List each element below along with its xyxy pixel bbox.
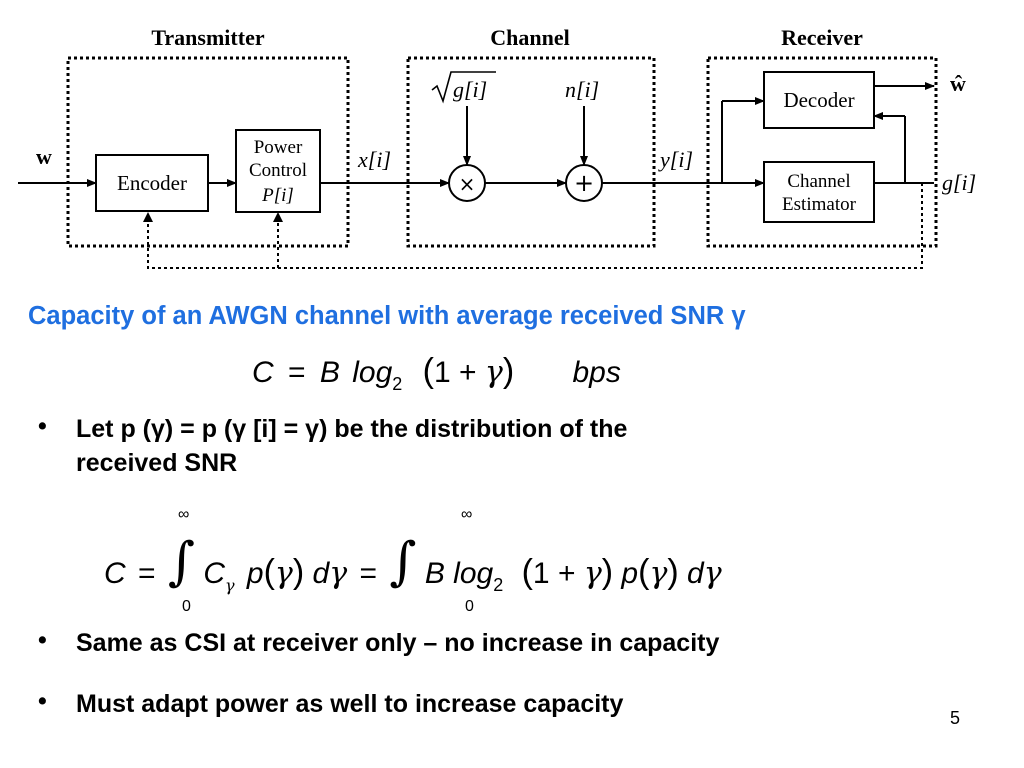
integral-1: ∫ bbox=[167, 532, 195, 592]
integral-2-upper-bound: ∞ bbox=[461, 506, 473, 523]
output-signal-label: ŵ bbox=[950, 71, 966, 96]
formula2-p-2: p bbox=[621, 557, 639, 590]
bullet-2-text: Same as CSI at receiver only – no increa… bbox=[76, 629, 720, 657]
channel-estimator-block bbox=[763, 161, 875, 223]
bullet-marker: • bbox=[38, 412, 47, 440]
formula1-unit: bps bbox=[572, 356, 621, 389]
bullet-3-text: Must adapt power as well to increase cap… bbox=[76, 690, 624, 718]
page-number: 5 bbox=[950, 708, 961, 728]
formula2-dgamma-1: γ bbox=[329, 556, 348, 591]
formula2-gamma-2: γ bbox=[583, 556, 602, 591]
formula2-gamma-3: γ bbox=[649, 556, 668, 591]
input-signal-label: w bbox=[36, 144, 52, 169]
formula1-gamma: γ bbox=[484, 355, 503, 390]
power-control-block bbox=[235, 129, 321, 213]
channel-box bbox=[406, 56, 656, 248]
formula2-eq-2: = bbox=[359, 557, 378, 590]
formula2-eq-1: = bbox=[138, 557, 156, 590]
decoder-label: Decoder bbox=[783, 88, 854, 112]
bullet-1-line-2: received SNR bbox=[76, 449, 238, 477]
sqrt-g-label: g[i] bbox=[431, 71, 496, 104]
adder-symbol: + bbox=[574, 169, 594, 197]
bullet-1-line-1: Let p (γ) = p (γ [i] = γ) be the distrib… bbox=[76, 415, 628, 443]
receiver-title: Receiver bbox=[781, 25, 863, 50]
transmitter-title: Transmitter bbox=[151, 25, 264, 50]
sqrt-g-text: g[i] bbox=[453, 77, 487, 102]
bullet-marker: • bbox=[38, 626, 47, 654]
channel-estimator-label-2: Estimator bbox=[782, 194, 857, 215]
integral-2-lower-bound: 0 bbox=[465, 598, 474, 615]
formula1-plus: + bbox=[459, 356, 477, 389]
csi-feedback-path bbox=[147, 183, 923, 269]
formula1-eq: = bbox=[288, 356, 306, 389]
noise-signal-label: n[i] bbox=[565, 77, 599, 102]
formula2-Cg-subscript: γ bbox=[225, 576, 235, 595]
formula1-B: B bbox=[319, 356, 340, 389]
formula2-C: C bbox=[104, 557, 126, 590]
capacity-heading: Capacity of an AWGN channel with average… bbox=[28, 302, 746, 330]
transmitter-box bbox=[66, 56, 350, 248]
power-feedback-arrowhead bbox=[273, 212, 283, 222]
channel-title: Channel bbox=[490, 25, 569, 50]
y-signal-label: y[i] bbox=[658, 147, 693, 172]
power-control-label-2: Control bbox=[249, 160, 307, 181]
encoder-feedback-arrowhead bbox=[143, 212, 153, 222]
encoder-label: Encoder bbox=[117, 171, 187, 195]
integral-2: ∫ bbox=[389, 532, 417, 592]
formula2-d-1: d bbox=[312, 557, 330, 590]
formula1-log: log bbox=[352, 356, 393, 389]
block-diagram: Transmitter Channel Receiver Encoder Pow… bbox=[18, 25, 976, 269]
capacity-integral-formula: C = ∫ Cγ p(γ) dγ = ∫ B log2 (1 + γ) p(γ)… bbox=[104, 532, 722, 595]
x-signal-label: x[i] bbox=[357, 147, 391, 172]
formula2-log-base: 2 bbox=[493, 575, 504, 595]
power-control-label-3: P[i] bbox=[261, 185, 294, 206]
bullet-marker: • bbox=[38, 687, 47, 715]
power-control-label-1: Power bbox=[254, 137, 303, 158]
formula2-Cg: C bbox=[203, 557, 225, 590]
capacity-formula: C = B log2 (1 + γ) bps bbox=[252, 352, 621, 394]
receiver-box bbox=[706, 56, 938, 248]
g-output-label: g[i] bbox=[942, 170, 976, 195]
integral-1-lower-bound: 0 bbox=[182, 598, 191, 615]
formula2-one: 1 bbox=[532, 557, 550, 590]
formula1-log-base: 2 bbox=[392, 374, 403, 394]
formula2-log: log bbox=[453, 557, 494, 590]
formula2-gamma-1: γ bbox=[274, 556, 293, 591]
formula1-one: 1 bbox=[433, 356, 451, 389]
formula2-p-1: p bbox=[246, 557, 264, 590]
channel-estimator-label-1: Channel bbox=[787, 171, 850, 192]
formula2-d-2: d bbox=[687, 557, 704, 590]
multiplier-symbol: × bbox=[459, 172, 476, 196]
formula1-lparen: ( bbox=[422, 352, 434, 390]
integral-1-upper-bound: ∞ bbox=[178, 506, 190, 523]
formula2-dgamma-2: γ bbox=[703, 556, 722, 591]
formula2-plus: + bbox=[557, 557, 576, 590]
formula1-rparen: ) bbox=[502, 352, 515, 390]
formula2-B: B bbox=[424, 557, 445, 590]
formula1-C: C bbox=[252, 356, 274, 389]
